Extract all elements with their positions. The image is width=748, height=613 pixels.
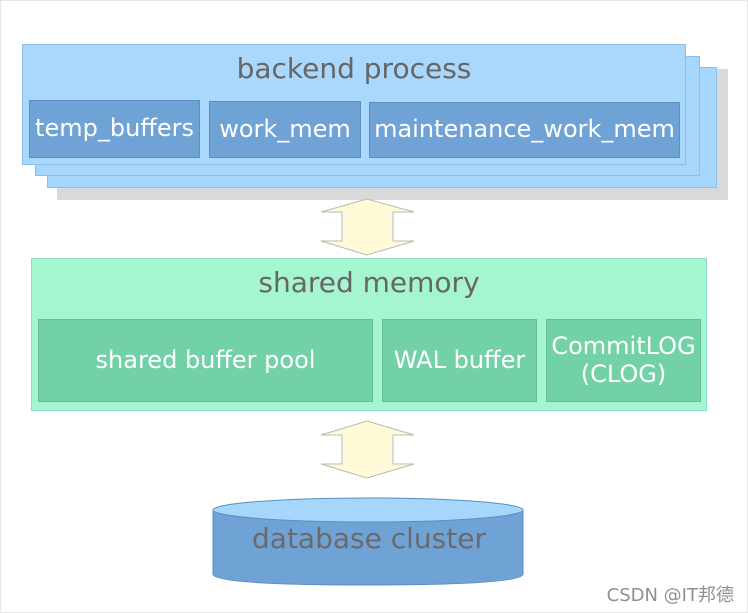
work-mem-box: work_mem xyxy=(209,101,361,158)
shared-buffer-pool-box: shared buffer pool xyxy=(38,319,373,402)
maintenance-work-mem-box: maintenance_work_mem xyxy=(369,102,680,158)
shared-buffer-pool-label: shared buffer pool xyxy=(95,345,316,374)
database-cluster-label: database cluster xyxy=(252,522,486,555)
wal-buffer-label: WAL buffer xyxy=(393,345,526,374)
upper-double-arrow-icon xyxy=(320,198,415,256)
backend-process-title: backend process xyxy=(236,52,472,85)
shared-memory-title: shared memory xyxy=(258,266,480,299)
database-cylinder-body xyxy=(212,509,524,586)
clog-label-line-1: CommitLOG xyxy=(551,331,696,360)
work-mem-label: work_mem xyxy=(219,114,351,143)
csdn-watermark: CSDN @IT邦德 xyxy=(606,585,734,606)
shared-memory-box: shared memory shared buffer pool WAL buf… xyxy=(31,258,707,411)
clog-label-line-2: (CLOG) xyxy=(580,359,667,388)
backend-process-box: backend process temp_buffers work_mem ma… xyxy=(22,44,686,165)
wal-buffer-box: WAL buffer xyxy=(382,319,537,402)
database-cylinder-top xyxy=(212,497,524,523)
temp-buffers-box: temp_buffers xyxy=(29,100,200,158)
temp-buffers-label: temp_buffers xyxy=(35,114,194,143)
clog-box: CommitLOG (CLOG) xyxy=(546,319,701,402)
maintenance-work-mem-label: maintenance_work_mem xyxy=(374,115,675,144)
lower-double-arrow-icon xyxy=(320,420,415,479)
